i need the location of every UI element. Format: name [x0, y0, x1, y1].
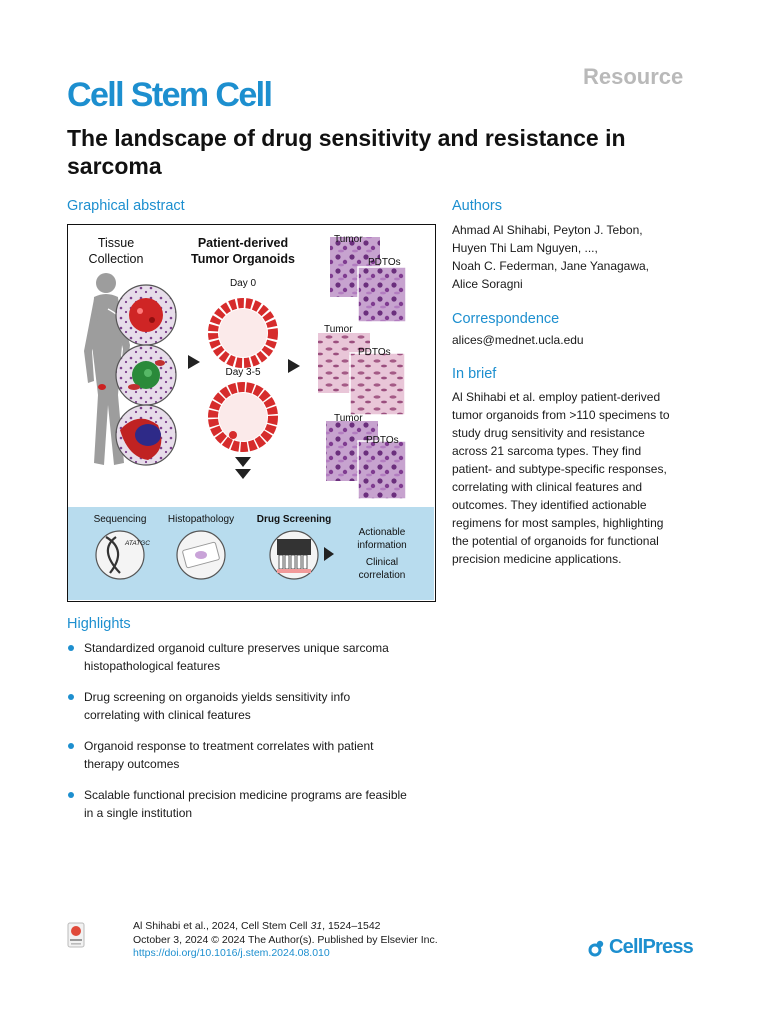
tissue-sample-circle-3	[115, 404, 177, 466]
histology-pair-3: Tumor PDTOs	[326, 413, 407, 500]
histology-pair-2: Tumor PDTOs	[318, 324, 406, 416]
svg-text:PDTOs: PDTOs	[358, 347, 391, 358]
in-brief-line: study drug sensitivity and resistance	[452, 426, 645, 440]
author-line: Ahmad Al Shihabi, Peyton J. Tebon,	[452, 223, 643, 237]
dna-icon: ATATGC	[95, 530, 150, 580]
tissue-collection-label-2: Collection	[89, 252, 144, 266]
citation-line-2: October 3, 2024 © 2024 The Author(s). Pu…	[133, 933, 438, 946]
svg-text:PDTOs: PDTOs	[368, 257, 401, 268]
drug-screening-label: Drug Screening	[257, 514, 331, 525]
highlights-list: Standardized organoid culture preserves …	[67, 639, 447, 835]
arrow-right-icon	[324, 547, 334, 561]
arrow-right-icon	[188, 355, 200, 369]
in-brief-line: regimens for most samples, highlighting	[452, 516, 664, 530]
tissue-sample-circle-2	[115, 344, 177, 406]
highlight-item: Standardized organoid culture preserves …	[67, 639, 447, 675]
actionable-label-2: information	[357, 540, 406, 551]
highlight-line: Scalable functional precision medicine p…	[84, 788, 407, 802]
clinical-label-2: correlation	[359, 570, 406, 581]
svg-text:ATATGC: ATATGC	[124, 540, 150, 547]
in-brief-line: precision medicine applications.	[452, 552, 622, 566]
author-line: Huyen Thi Lam Nguyen, ...,	[452, 241, 598, 255]
check-for-updates-icon[interactable]	[67, 922, 85, 948]
organoid-day0-icon	[208, 298, 278, 368]
graphical-abstract-heading: Graphical abstract	[67, 198, 185, 214]
in-brief-line: patient- and subtype-specific responses,	[452, 462, 667, 476]
highlight-line: therapy outcomes	[84, 757, 180, 771]
journal-logo: Cell Stem Cell	[67, 76, 273, 114]
author-line: Noah C. Federman, Jane Yanagawa,	[452, 259, 650, 273]
highlight-line: histopathological features	[84, 659, 221, 673]
cellpress-mark-icon	[588, 940, 604, 956]
in-brief-heading: In brief	[452, 366, 497, 382]
histology-pair-1: Tumor PDTOs	[330, 234, 407, 323]
highlight-item: Scalable functional precision medicine p…	[67, 786, 447, 822]
clinical-label-1: Clinical	[366, 557, 398, 568]
bullet-icon	[68, 792, 74, 798]
in-brief-line: correlating with clinical features and	[452, 480, 643, 494]
highlight-line: Drug screening on organoids yields sensi…	[84, 690, 351, 704]
drug-screening-plate-icon	[269, 530, 319, 580]
day35-label: Day 3-5	[225, 367, 260, 378]
highlights-heading: Highlights	[67, 616, 131, 632]
cellpress-logo: CellPress	[588, 936, 694, 959]
pdto-title-1: Patient-derived	[198, 236, 288, 250]
pdto-title-2: Tumor Organoids	[191, 252, 295, 266]
bullet-icon	[68, 694, 74, 700]
tissue-sample-circle-1	[115, 284, 177, 346]
down-arrows-icon	[235, 457, 251, 479]
highlight-item: Organoid response to treatment correlate…	[67, 737, 447, 773]
bullet-icon	[68, 743, 74, 749]
in-brief-line: outcomes. They identified actionable	[452, 498, 647, 512]
cellpress-wordmark: CellPress	[609, 936, 694, 958]
tumor-marker-icon	[98, 384, 106, 390]
highlight-line: correlating with clinical features	[84, 708, 251, 722]
highlight-line: in a single institution	[84, 806, 193, 820]
svg-text:PDTOs: PDTOs	[366, 435, 399, 446]
citation-pages: , 1524–1542	[322, 920, 381, 932]
arrow-right-icon	[288, 359, 300, 373]
citation-authors: Al Shihabi et al., 2024, Cell Stem Cell	[133, 920, 311, 932]
day0-label: Day 0	[230, 278, 257, 289]
histopathology-slide-icon	[176, 530, 226, 580]
authors-list: Ahmad Al Shihabi, Peyton J. Tebon, Huyen…	[452, 221, 712, 293]
doi-link[interactable]: https://doi.org/10.1016/j.stem.2024.08.0…	[133, 947, 330, 959]
highlight-line: Organoid response to treatment correlate…	[84, 739, 374, 753]
actionable-label-1: Actionable	[359, 527, 406, 538]
correspondence-email-link[interactable]: alices@mednet.ucla.edu	[452, 333, 584, 347]
citation-volume: 31	[310, 920, 323, 932]
tissue-collection-label-1: Tissue	[98, 236, 134, 250]
sequencing-label: Sequencing	[94, 514, 147, 525]
graphical-abstract-figure: Tissue Collection Patient-derived Tumor …	[67, 224, 436, 602]
article-title: The landscape of drug sensitivity and re…	[67, 125, 626, 179]
histopathology-label: Histopathology	[168, 514, 234, 525]
svg-text:Tumor: Tumor	[334, 413, 363, 424]
svg-text:Tumor: Tumor	[324, 324, 353, 335]
correspondence-heading: Correspondence	[452, 311, 560, 327]
highlight-item: Drug screening on organoids yields sensi…	[67, 688, 447, 724]
in-brief-line: the potential of organoids for functiona…	[452, 534, 659, 548]
in-brief-text: Al Shihabi et al. employ patient-derived…	[452, 388, 702, 568]
citation-line-1: Al Shihabi et al., 2024, Cell Stem Cell …	[133, 920, 438, 934]
organoid-day35-icon	[208, 382, 278, 452]
in-brief-line: tumor organoids from >110 specimens to	[452, 408, 670, 422]
citation-block: Al Shihabi et al., 2024, Cell Stem Cell …	[133, 920, 438, 961]
bullet-icon	[68, 645, 74, 651]
article-type-label: Resource	[583, 64, 684, 89]
authors-heading: Authors	[452, 198, 502, 214]
svg-text:Tumor: Tumor	[334, 234, 363, 245]
author-line: Alice Soragni	[452, 277, 523, 291]
highlight-line: Standardized organoid culture preserves …	[84, 641, 389, 655]
in-brief-line: across 21 sarcoma types. They find	[452, 444, 642, 458]
in-brief-line: Al Shihabi et al. employ patient-derived	[452, 390, 661, 404]
